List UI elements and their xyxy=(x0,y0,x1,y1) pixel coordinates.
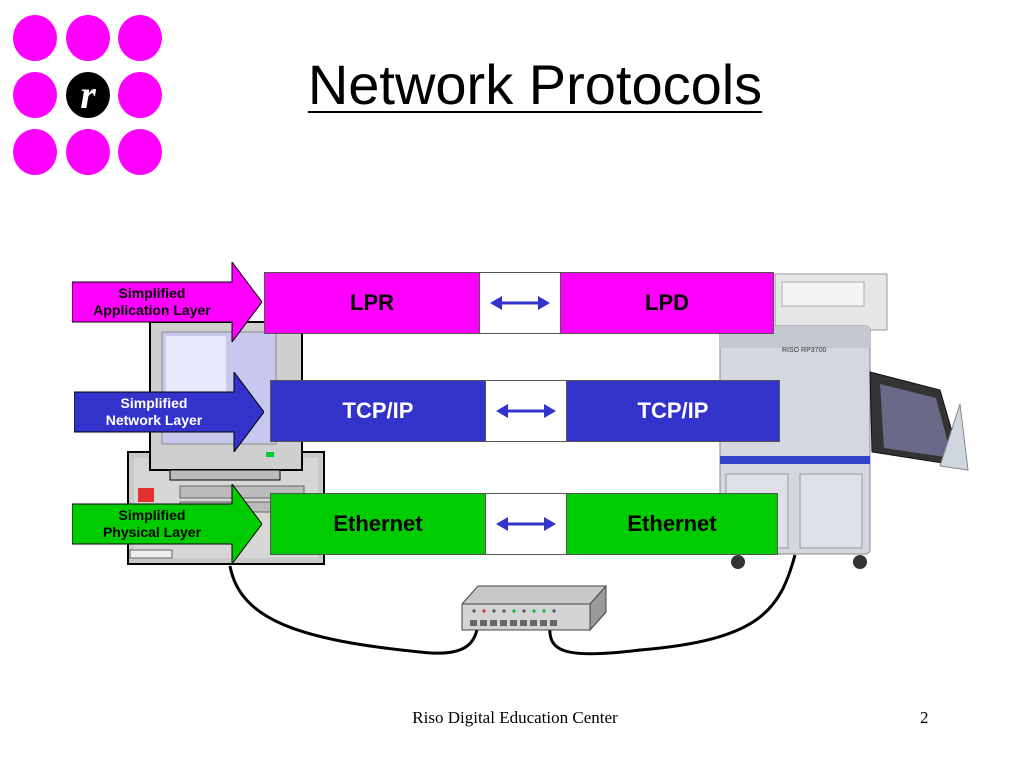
layer-label-line2: Network Layer xyxy=(105,412,203,428)
physical-protocol-row: Ethernet Ethernet xyxy=(270,493,778,555)
network-hub-icon xyxy=(461,584,607,632)
application-layer-arrow: Simplified Application Layer xyxy=(72,262,262,342)
layer-label-line2: Application Layer xyxy=(93,302,211,318)
ethernet-cable xyxy=(228,554,797,656)
double-arrow-icon xyxy=(485,494,567,554)
svg-text:RISO RP3700: RISO RP3700 xyxy=(782,347,826,354)
svg-text:r: r xyxy=(80,72,96,117)
layer-label-line1: Simplified xyxy=(118,506,186,523)
layer-label-line1: Simplified xyxy=(120,394,188,411)
layer-label-line1: Simplified xyxy=(118,284,186,301)
riso-logo-icon: r xyxy=(13,15,162,175)
physical-layer-arrow: Simplified Physical Layer xyxy=(72,484,262,564)
protocol-right-tcpip: TCP/IP xyxy=(567,381,779,441)
application-protocol-row: LPR LPD xyxy=(264,272,774,334)
page-number: 2 xyxy=(920,708,929,727)
protocol-right-lpd: LPD xyxy=(561,273,773,333)
double-arrow-icon xyxy=(479,273,561,333)
network-layer-arrow: Simplified Network Layer xyxy=(74,372,264,452)
network-protocol-row: TCP/IP TCP/IP xyxy=(270,380,780,442)
slide-title: Network Protocols xyxy=(307,53,763,116)
slide-footer: Riso Digital Education Center xyxy=(412,708,618,727)
protocol-left-tcpip: TCP/IP xyxy=(271,381,485,441)
protocol-left-lpr: LPR xyxy=(265,273,479,333)
protocol-right-ethernet: Ethernet xyxy=(567,494,777,554)
protocol-left-ethernet: Ethernet xyxy=(271,494,485,554)
double-arrow-icon xyxy=(485,381,567,441)
layer-label-line2: Physical Layer xyxy=(102,524,202,540)
